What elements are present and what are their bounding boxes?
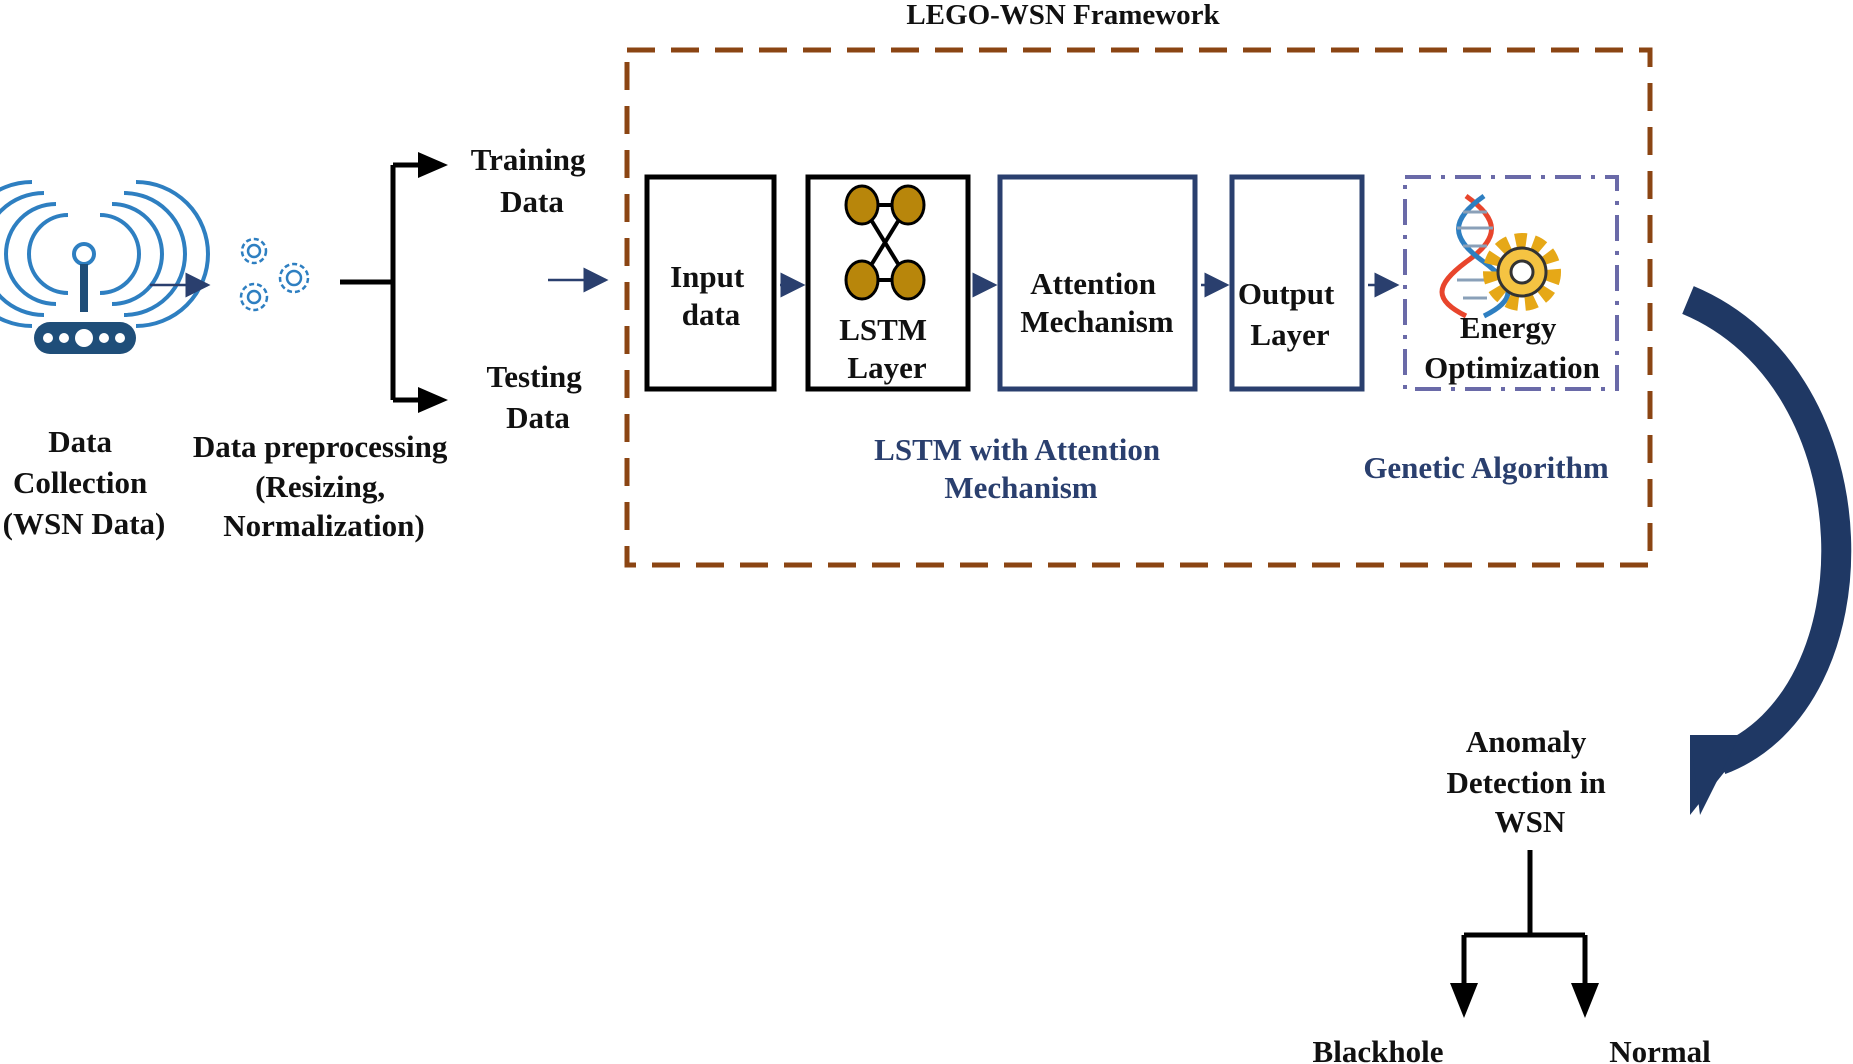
- input-data-block: [644, 174, 777, 392]
- dna-gear-icon: [1439, 193, 1561, 319]
- split-bracket: [340, 162, 420, 403]
- blackhole-label: Blackhole: [1313, 1034, 1444, 1064]
- attention-mechanism-label: Attention Mechanism: [1020, 266, 1173, 339]
- arrow-to-training: [418, 152, 448, 178]
- data-collection-label: Data Collection (WSN Data): [3, 424, 166, 541]
- framework-frame: [624, 47, 1653, 568]
- classification-tree: [1461, 850, 1588, 985]
- arrow-to-blackhole: [1450, 983, 1478, 1018]
- gears-icon: [239, 237, 310, 312]
- neural-network-icon: [844, 184, 926, 301]
- anomaly-detection-label: Anomaly Detection in WSN: [1446, 724, 1613, 839]
- energy-optimization-label: Energy Optimization: [1424, 310, 1600, 385]
- attention-mechanism-block: [997, 174, 1198, 392]
- normal-label: Normal: [1609, 1034, 1711, 1064]
- output-layer-block: [1229, 174, 1365, 392]
- lstm-attention-group-label: LSTM with Attention Mechanism: [874, 432, 1168, 505]
- genetic-algorithm-label: Genetic Algorithm: [1363, 450, 1609, 485]
- lstm-layer-label: LSTM Layer: [839, 312, 935, 385]
- training-data-label: Training Data: [471, 142, 594, 219]
- curved-arrow: [1682, 286, 1852, 815]
- testing-data-label: Testing Data: [486, 359, 589, 435]
- framework-title: LEGO-WSN Framework: [906, 0, 1220, 31]
- data-preprocessing-label: Data preprocessing (Resizing, Normalizat…: [193, 429, 455, 543]
- arrow-to-testing: [418, 387, 448, 413]
- arrow-to-normal: [1571, 983, 1599, 1018]
- wireless-router-icon: [0, 180, 210, 354]
- output-layer-label: Output Layer: [1238, 276, 1342, 352]
- input-data-label: Input data: [670, 259, 752, 332]
- lstm-layer-block: [805, 174, 971, 392]
